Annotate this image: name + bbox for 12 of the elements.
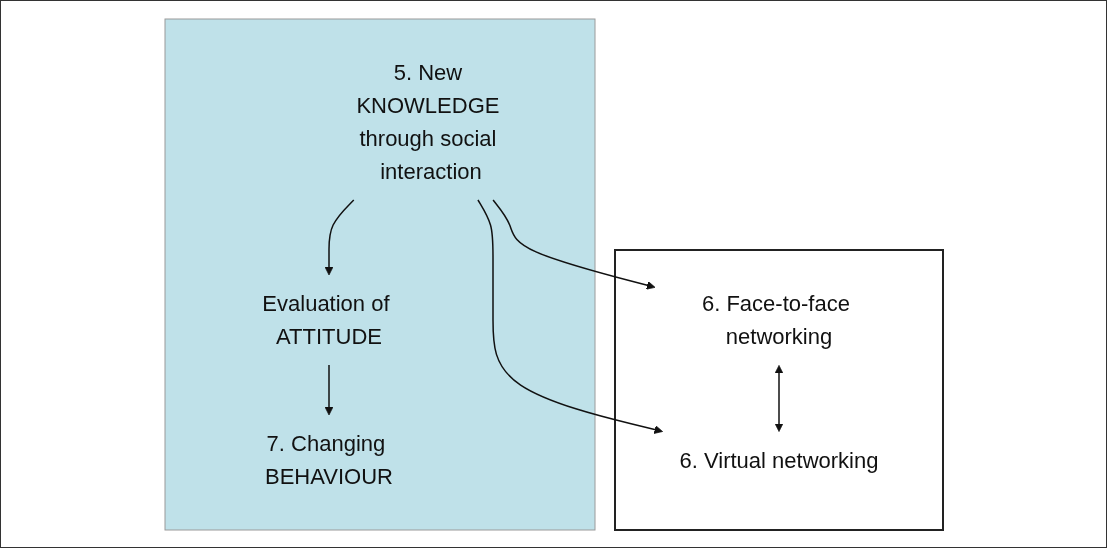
arrow (324, 198, 354, 275)
node-text: 6. Virtual networking (679, 447, 878, 472)
arrow (476, 198, 663, 434)
arrow (491, 198, 655, 290)
node-text: 7. Changing BEHAVIOUR (264, 430, 393, 489)
node-text: Evaluation of ATTITUDE (261, 290, 390, 349)
cluster (164, 18, 595, 530)
cluster (613, 248, 944, 531)
node-text: 6. Face-to-face networking (701, 290, 850, 349)
arrow (774, 364, 783, 432)
arrow (324, 363, 333, 415)
node-text: 5. New KNOWLEDGE through social interaction (355, 59, 499, 184)
